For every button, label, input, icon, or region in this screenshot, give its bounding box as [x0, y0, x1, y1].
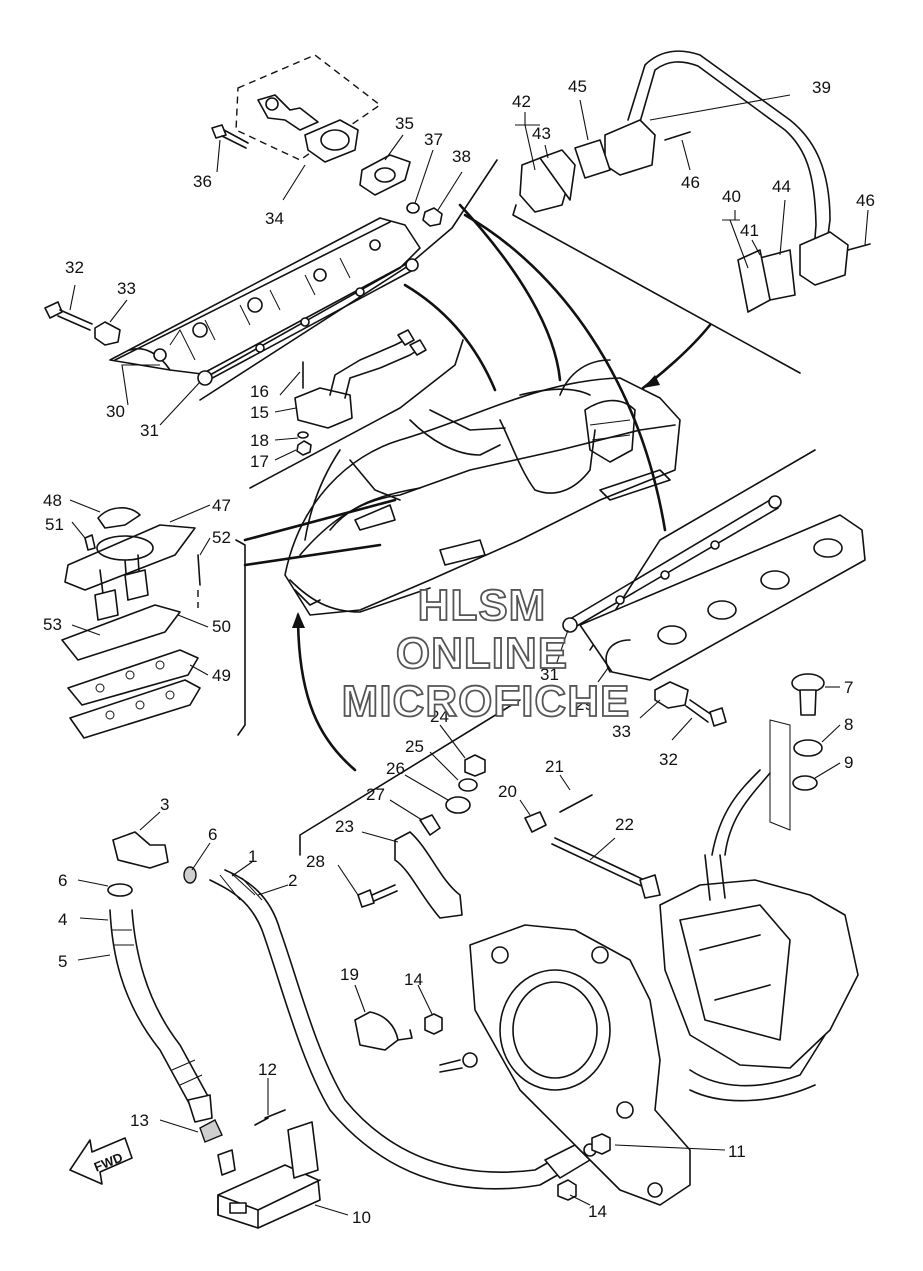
- callout-5: 5: [58, 952, 67, 971]
- callout-29: 29: [575, 695, 594, 714]
- callout-25: 25: [405, 737, 424, 756]
- callout-13: 13: [130, 1111, 149, 1130]
- callout-numbers: 1 2 3 4 5 6 6 7 8 9 10 11 12 13 14 14 15…: [43, 77, 875, 1227]
- callout-21: 21: [545, 757, 564, 776]
- callout-46: 46: [681, 173, 700, 192]
- callout-36: 36: [193, 172, 212, 191]
- callout-33: 33: [612, 722, 631, 741]
- callout-49: 49: [212, 666, 231, 685]
- callout-31: 31: [540, 665, 559, 684]
- callout-22: 22: [615, 815, 634, 834]
- group-frames: [197, 54, 816, 856]
- callout-19: 19: [340, 965, 359, 984]
- callout-1: 1: [248, 847, 257, 866]
- callout-34: 34: [265, 209, 284, 228]
- callout-40: 40: [722, 187, 741, 206]
- callout-43: 43: [532, 124, 551, 143]
- drain-fittings: [211, 94, 443, 227]
- control-box: [294, 329, 427, 456]
- callout-7: 7: [844, 678, 853, 697]
- callout-48: 48: [43, 491, 62, 510]
- callout-42: 42: [512, 92, 531, 111]
- callout-44: 44: [772, 177, 791, 196]
- watercraft-hull: [284, 359, 681, 616]
- hoses-and-clamps: [107, 831, 591, 1190]
- top-sponson-rail: [44, 217, 421, 386]
- callout-20: 20: [498, 782, 517, 801]
- electrical-module: [217, 1109, 321, 1229]
- callout-52: 52: [212, 528, 231, 547]
- watermark-line-3: MICROFICHE: [342, 677, 631, 726]
- callout-18: 18: [250, 431, 269, 450]
- right-sponson-rail: [562, 495, 866, 727]
- callout-2: 2: [288, 871, 297, 890]
- callout-46: 46: [856, 191, 875, 210]
- lower-bracket-hardware: [357, 754, 661, 919]
- grab-handle: [519, 50, 871, 313]
- callout-26: 26: [386, 759, 405, 778]
- callout-41: 41: [740, 221, 759, 240]
- callout-14: 14: [588, 1202, 607, 1221]
- callout-15: 15: [250, 403, 269, 422]
- callout-3: 3: [160, 795, 169, 814]
- cleat-bracket-set: [61, 507, 201, 739]
- drain-plug: [769, 673, 825, 831]
- watermark-line-1: HLSM: [418, 581, 547, 630]
- callout-51: 51: [45, 515, 64, 534]
- callout-10: 10: [352, 1208, 371, 1227]
- callout-4: 4: [58, 910, 67, 929]
- forward-direction-arrow: FWD: [69, 1137, 133, 1185]
- callout-32: 32: [65, 258, 84, 277]
- callout-6: 6: [58, 871, 67, 890]
- callout-33: 33: [117, 279, 136, 298]
- callout-12: 12: [258, 1060, 277, 1079]
- callout-53: 53: [43, 615, 62, 634]
- callout-23: 23: [335, 817, 354, 836]
- jet-pump-housing: [439, 769, 859, 1206]
- watermark-line-2: ONLINE: [396, 629, 568, 678]
- callout-39: 39: [812, 78, 831, 97]
- callout-32: 32: [659, 750, 678, 769]
- small-fittings: [354, 1011, 611, 1201]
- callout-45: 45: [568, 77, 587, 96]
- callout-31: 31: [140, 421, 159, 440]
- callout-16: 16: [250, 382, 269, 401]
- leader-lines: [69, 94, 869, 1216]
- callout-17: 17: [250, 452, 269, 471]
- callout-6: 6: [208, 825, 217, 844]
- callout-35: 35: [395, 114, 414, 133]
- callout-11: 11: [728, 1142, 746, 1161]
- callout-30: 30: [106, 402, 125, 421]
- callout-24: 24: [430, 707, 449, 726]
- watermark: HLSM ONLINE MICROFICHE: [341, 580, 631, 727]
- callout-50: 50: [212, 617, 231, 636]
- callout-38: 38: [452, 147, 471, 166]
- callout-27: 27: [366, 785, 385, 804]
- callout-14: 14: [404, 970, 423, 989]
- callout-28: 28: [306, 852, 325, 871]
- callout-47: 47: [212, 496, 231, 515]
- callout-8: 8: [844, 715, 853, 734]
- callout-37: 37: [424, 130, 443, 149]
- callout-9: 9: [844, 753, 853, 772]
